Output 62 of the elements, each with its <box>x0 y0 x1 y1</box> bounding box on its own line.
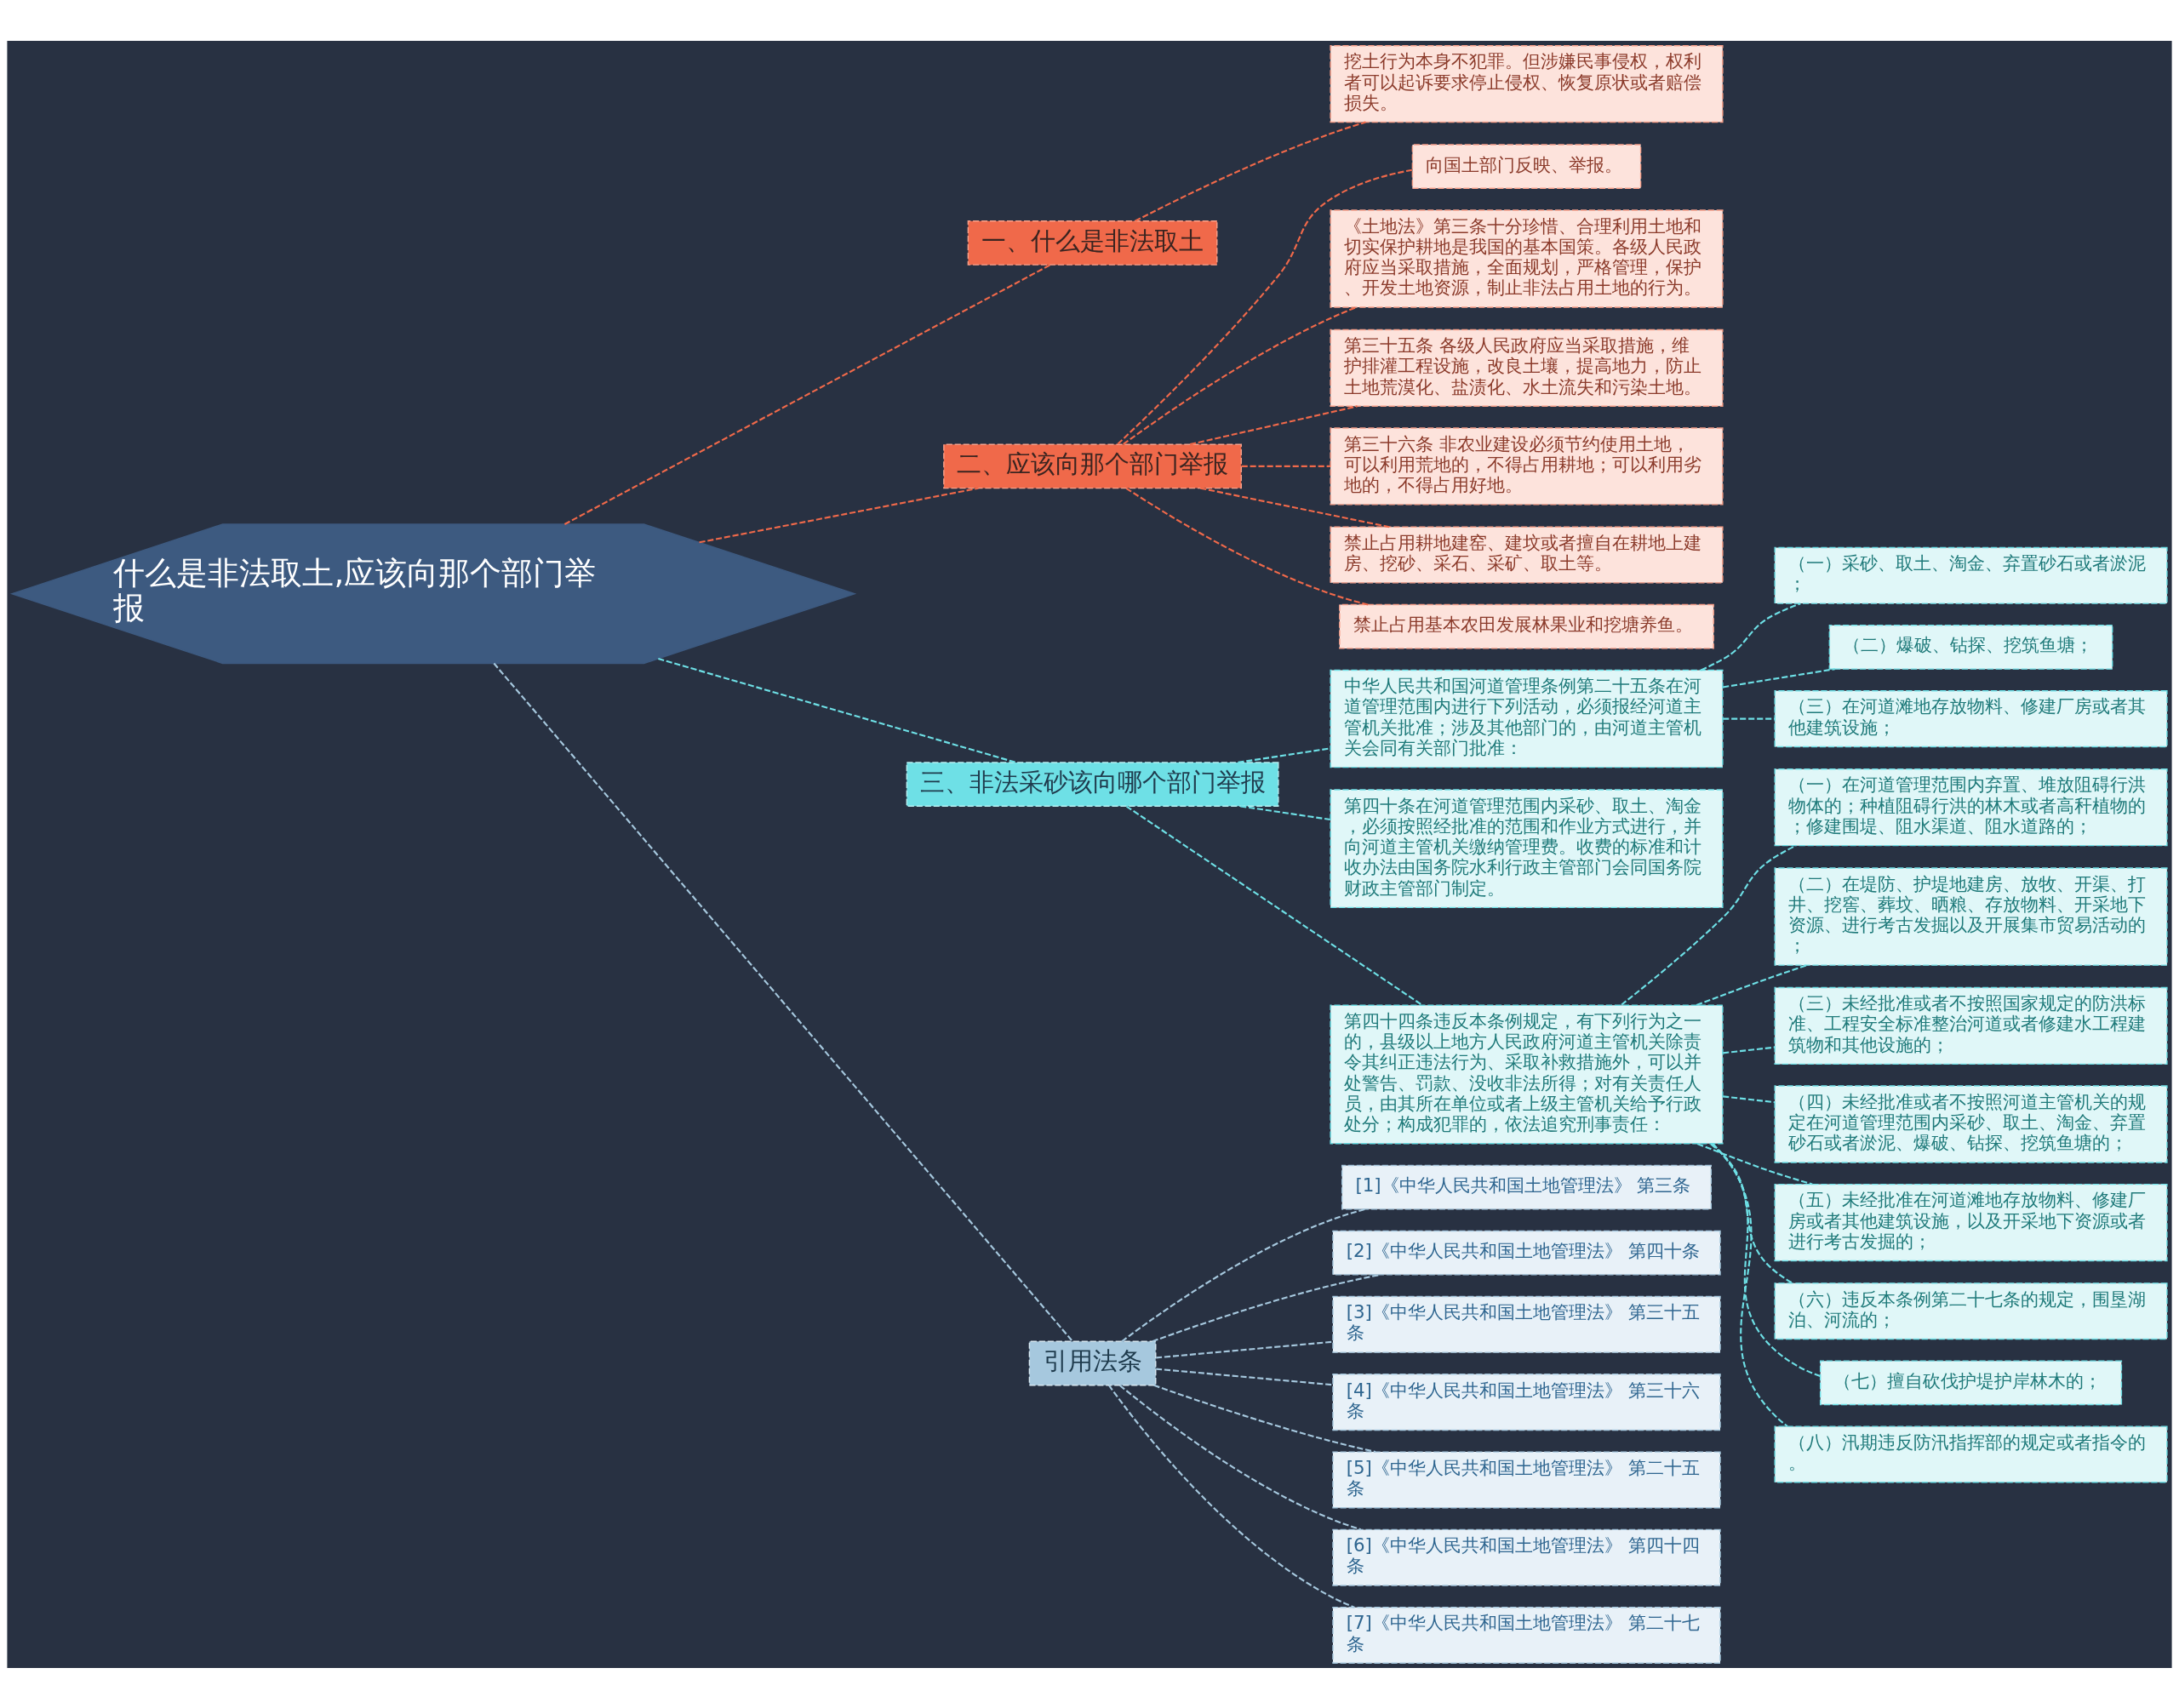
connector <box>1241 465 1330 467</box>
node-box: [7]《中华人民共和国土地管理法》 第二十七条 <box>1332 1606 1721 1664</box>
node-box: [4]《中华人民共和国土地管理法》 第三十六条 <box>1332 1373 1721 1431</box>
connector <box>1107 1384 1355 1608</box>
connector <box>1125 805 1423 1006</box>
node-box: 中华人民共和国河道管理条例第二十五条在河道管理范围内进行下列活动，必须报经河道主管机关批准；涉及其他部门的，由河道主管机关会同有关部门批准： <box>1330 669 1724 768</box>
node-box: [1]《中华人民共和国土地管理法》 第三条 <box>1341 1164 1712 1210</box>
node-box: （五）未经批准在河道滩地存放物料、修建厂房或者其他建筑设施，以及开采地下资源或者进行考古发掘的； <box>1774 1183 2168 1261</box>
connector <box>1117 169 1413 444</box>
connector <box>1696 1142 1813 1185</box>
connector <box>1189 404 1358 445</box>
connector <box>1723 667 1835 688</box>
connector <box>1710 1142 1793 1284</box>
connector <box>1723 1094 1776 1103</box>
connector <box>1156 1340 1333 1358</box>
node-box: 一、什么是非法取土 <box>967 220 1218 266</box>
connector <box>1153 1384 1376 1453</box>
node-box: [6]《中华人民共和国土地管理法》 第四十四条 <box>1332 1528 1721 1586</box>
connector <box>1700 602 1801 671</box>
node-box: 禁止占用基本农田发展林果业和挖塘养鱼。 <box>1339 603 1714 649</box>
node-box: （六）违反本条例第二十七条的规定，围垦湖泊、河流的； <box>1774 1282 2168 1340</box>
node-box: 引用法条 <box>1028 1340 1157 1385</box>
node-box: 第三十五条 各级人民政府应当采取措施，维护排灌工程设施，改良土壤，提高地力，防止土地荒漠化、盐渍化、水土流失和污染土地。 <box>1330 328 1724 407</box>
node-box: 二、应该向那个部门举报 <box>943 443 1243 488</box>
connector <box>1712 1142 1788 1427</box>
connector <box>1238 746 1330 763</box>
connector <box>1621 844 1797 1006</box>
node-box: [3]《中华人民共和国土地管理法》 第三十五条 <box>1332 1295 1721 1353</box>
connector <box>1121 1208 1366 1342</box>
node-box: 禁止占用耕地建窑、建坟或者擅自在耕地上建房、挖砂、采石、采矿、取土等。 <box>1330 526 1724 584</box>
node-box: 向国土部门反映、举报。 <box>1411 143 1642 189</box>
connector <box>563 263 1051 525</box>
connector <box>1125 487 1369 606</box>
node-box: [2]《中华人民共和国土地管理法》 第四十条 <box>1332 1230 1721 1276</box>
connector <box>1119 1384 1362 1530</box>
node-box: 《土地法》第三条十分珍惜、合理利用土地和切实保护耕地是我国的基本国策。各级人民政府应当采取措施，全面规划，严格管理，保护、开发土地资源，制止非法占用土地的行为。 <box>1330 209 1724 308</box>
node-box: （三）未经批准或者不按照国家规定的防洪标准、工程安全标准整治河道或者修建水工程建筑物和其他设施的； <box>1774 986 2168 1065</box>
node-box: 第四十四条违反本条例规定，有下列行为之一的，县级以上地方人民政府河道主管机关除责令其纠正违法行为、采取补救措施外，可以并处警告、罚款、没收非法所得；对有关责任人员，由其所在单位或者上级主管机关给予行政处分；构成犯罪的，依法追究刑事责任： <box>1330 1004 1724 1145</box>
connector <box>699 487 979 543</box>
connector <box>1723 717 1776 720</box>
node-box: 挖土行为本身不犯罪。但涉嫌民事侵权，权利者可以起诉要求停止侵权、恢复原状或者赔偿损失。 <box>1330 44 1724 123</box>
node-box: （八）汛期违反防汛指挥部的规定或者指令的。 <box>1774 1425 2168 1482</box>
node-box: 三、非法采砂该向哪个部门举报 <box>906 761 1279 807</box>
connector <box>493 662 1073 1342</box>
node-box: （七）擅自砍伐护堤护岸林木的； <box>1819 1359 2123 1405</box>
connector <box>1240 804 1330 820</box>
node-box: （二）在堤防、护堤地建房、放牧、开渠、打井、挖窖、葬坟、晒粮、存放物料、开采地下资源、进行考古发掘以及开展集市贸易活动的； <box>1774 866 2168 966</box>
connector <box>1723 1046 1776 1054</box>
connector <box>1156 1368 1333 1385</box>
connector <box>1123 306 1357 445</box>
connector <box>1711 1142 1821 1377</box>
connector <box>1696 963 1807 1006</box>
node-box: [5]《中华人民共和国土地管理法》 第二十五条 <box>1332 1450 1721 1508</box>
node-box: （二）爆破、钻探、挖筑鱼塘； <box>1828 624 2113 670</box>
node-box: （三）在河道滩地存放物料、修建厂房或者其他建筑设施； <box>1774 689 2168 747</box>
connector <box>658 657 1016 763</box>
node-box: （一）在河道管理范围内弃置、堆放阻碍行洪物体的；种植阻碍行洪的林木或者高秆植物的；修建围堤、阻水渠道、阻水道路的； <box>1774 768 2168 846</box>
node-box: （一）采砂、取土、淘金、弃置砂石或者淤泥； <box>1774 546 2168 604</box>
node-box: 第四十条在河道管理范围内采砂、取土、淘金，必须按照经批准的范围和作业方式进行，并向河道主管机关缴纳管理费。收费的标准和计收办法由国务院水利行政主管部门会同国务院财政主管部门制定。 <box>1330 788 1724 908</box>
node-box: 第三十六条 非农业建设必须节约使用土地，可以利用荒地的，不得占用耕地；可以利用劣地的，不得占用好地。 <box>1330 426 1724 506</box>
connector <box>1135 121 1366 222</box>
node-box: （四）未经批准或者不按照河道主管机关的规定在河道管理范围内采砂、取土、淘金、弃置砂石或者淤泥、爆破、钻探、挖筑鱼塘的； <box>1774 1084 2168 1163</box>
